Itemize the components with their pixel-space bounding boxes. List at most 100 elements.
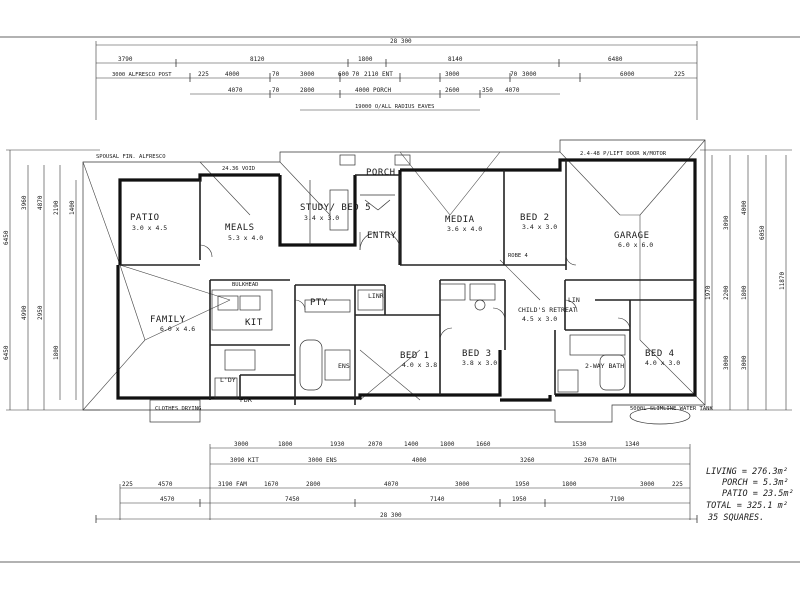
right-dim: 1970 (705, 285, 712, 300)
top-row2-dim: 600 (338, 71, 349, 78)
bottom-row3-dim: 3000 (640, 481, 655, 488)
room-study-size: 3.4 x 3.0 (304, 214, 339, 222)
bottom-row3-dim: 4570 (158, 481, 173, 488)
top-row2-dim: 70 (352, 71, 360, 78)
right-dim: 1800 (741, 285, 748, 300)
top-row3-dim: 4070 (505, 87, 520, 94)
bottom-row2-dim: 3090 KIT (230, 457, 259, 464)
bottom-row2-dim: 4000 (412, 457, 427, 464)
internal-walls (120, 160, 695, 405)
room-bed3-size: 3.8 x 3.0 (462, 359, 497, 367)
right-dim: 3000 (741, 355, 748, 370)
top-row1-dim: 6480 (608, 56, 623, 63)
top-row2-dim: 70 (510, 71, 518, 78)
room-pdr-label: PDR (240, 396, 252, 404)
water-tank-note: 5000L SLIMLINE WATER TANK (630, 406, 713, 412)
bottom-overall-dim: 28 300 (380, 512, 402, 519)
top-row2-dim: 3000 (445, 71, 460, 78)
bottom-row3-dim: 1800 (562, 481, 577, 488)
bottom-row2-dim: 3000 ENS (308, 457, 337, 464)
fixtures (149, 154, 691, 425)
room-bed2-size: 3.4 x 3.0 (522, 223, 557, 231)
bottom-row1-dim: 2070 (368, 441, 383, 448)
top-overall-dim: 28 300 (390, 38, 412, 45)
clothes-drying-note: CLOTHES DRYING (155, 406, 201, 412)
bottom-row1-dim: 1530 (572, 441, 587, 448)
room-bed4-label: BED 4 (645, 349, 675, 359)
room-patio-size: 3.0 x 4.5 (132, 224, 167, 232)
right-dim: 2200 (723, 285, 730, 300)
room-media-label: MEDIA (445, 215, 475, 225)
top-row2-dim: 3000 (300, 71, 315, 78)
plan-notes: SPOUSAL FIN. ALFRESCO 24.36 VOID BULKHEA… (96, 151, 713, 412)
room-garage-label: GARAGE (614, 231, 650, 241)
left-dim: 2950 (37, 305, 44, 320)
bottom-row4-dim: 7140 (430, 496, 445, 503)
room-childs-retreat-size: 4.5 x 3.0 (522, 315, 557, 323)
room-entry-label: ENTRY (367, 231, 397, 241)
summary-living: LIVING = 276.3m² (706, 467, 788, 477)
room-garage-size: 6.0 x 6.0 (618, 241, 653, 249)
bottom-row1-dim: 1930 (330, 441, 345, 448)
room-bath-label: 2-WAY BATH (585, 362, 624, 370)
room-ldy-label: L'DY (220, 376, 236, 384)
garage-door-note: 2.4-48 P/LIFT DOOR W/MOTOR (580, 151, 667, 157)
bottom-row4-dim: 7450 (285, 496, 300, 503)
bottom-row2-dim: 2670 BATH (584, 457, 617, 464)
left-dim: 3960 (21, 195, 28, 210)
top-row3-dim: 2600 (445, 87, 460, 94)
room-linr-label: LINR (368, 292, 384, 300)
top-row2-dim: 3000 ALFRESCO POST (112, 72, 172, 78)
roof-outline (82, 139, 706, 423)
right-dim: 3000 (723, 355, 730, 370)
top-row2-dim: 225 (198, 71, 209, 78)
alfresco-note: SPOUSAL FIN. ALFRESCO (96, 154, 166, 160)
right-dimensions: 3090 4000 2200 1800 1970 3000 3000 6050 … (700, 149, 792, 411)
top-row2-dim: 225 (674, 71, 685, 78)
room-bed4-size: 4.0 x 3.0 (645, 359, 680, 367)
room-bed2-label: BED 2 (520, 213, 550, 223)
top-row3-dim: 2800 (300, 87, 315, 94)
bottom-dimensions: 3000 1800 1930 2070 1400 1800 1660 1530 … (95, 441, 698, 523)
room-kit-label: KIT (245, 318, 263, 328)
bottom-row3-dim: 2800 (306, 481, 321, 488)
bottom-row3-dim: 225 (672, 481, 683, 488)
room-labels: PATIO 3.0 x 4.5 MEALS 5.3 x 4.0 STUDY/ B… (130, 168, 680, 404)
left-dim: 6450 (3, 230, 10, 245)
summary-squares: 35 SQUARES. (707, 513, 764, 523)
room-porch-label: PORCH (366, 168, 396, 178)
room-lin-label: LIN (568, 296, 580, 304)
left-dim: 4990 (21, 305, 28, 320)
bottom-row1-dim: 3000 (234, 441, 249, 448)
top-row2-dim: 2110 ENT (364, 71, 393, 78)
room-media-size: 3.6 x 4.0 (447, 225, 482, 233)
left-dim: 2190 (53, 200, 60, 215)
right-dim: 6050 (759, 225, 766, 240)
top-row2-dim: 3000 (522, 71, 537, 78)
bottom-row1-dim: 1400 (404, 441, 419, 448)
bulkhead-note: BULKHEAD (232, 282, 259, 288)
top-row2-dim: 6000 (620, 71, 635, 78)
bottom-row4-dim: 4570 (160, 496, 175, 503)
bottom-row3-dim: 4070 (384, 481, 399, 488)
eaves-note: 24.36 VOID (222, 166, 255, 172)
area-summary: LIVING = 276.3m² PORCH = 5.3m² PATIO = 2… (706, 467, 794, 523)
right-dim: 4000 (741, 200, 748, 215)
room-meals-label: MEALS (225, 223, 255, 233)
bottom-row4-dim: 1950 (512, 496, 527, 503)
left-dim: 6450 (3, 345, 10, 360)
top-row3-dim: 70 (272, 87, 280, 94)
top-row1-dim: 3790 (118, 56, 133, 63)
robe-note: ROBE 4 (508, 253, 529, 259)
room-meals-size: 5.3 x 4.0 (228, 234, 263, 242)
left-dim: 1800 (53, 345, 60, 360)
left-dim: 1400 (69, 200, 76, 215)
summary-patio: PATIO = 23.5m² (722, 489, 794, 499)
top-row2-dim: 70 (272, 71, 280, 78)
top-row3-dim: 4070 (228, 87, 243, 94)
room-patio-label: PATIO (130, 213, 160, 223)
bottom-row1-dim: 1340 (625, 441, 640, 448)
room-family-size: 6.0 x 4.6 (160, 325, 195, 333)
room-childs-retreat-label: CHILD'S RETREAT (518, 306, 577, 314)
bottom-row2-dim: 3260 (520, 457, 535, 464)
